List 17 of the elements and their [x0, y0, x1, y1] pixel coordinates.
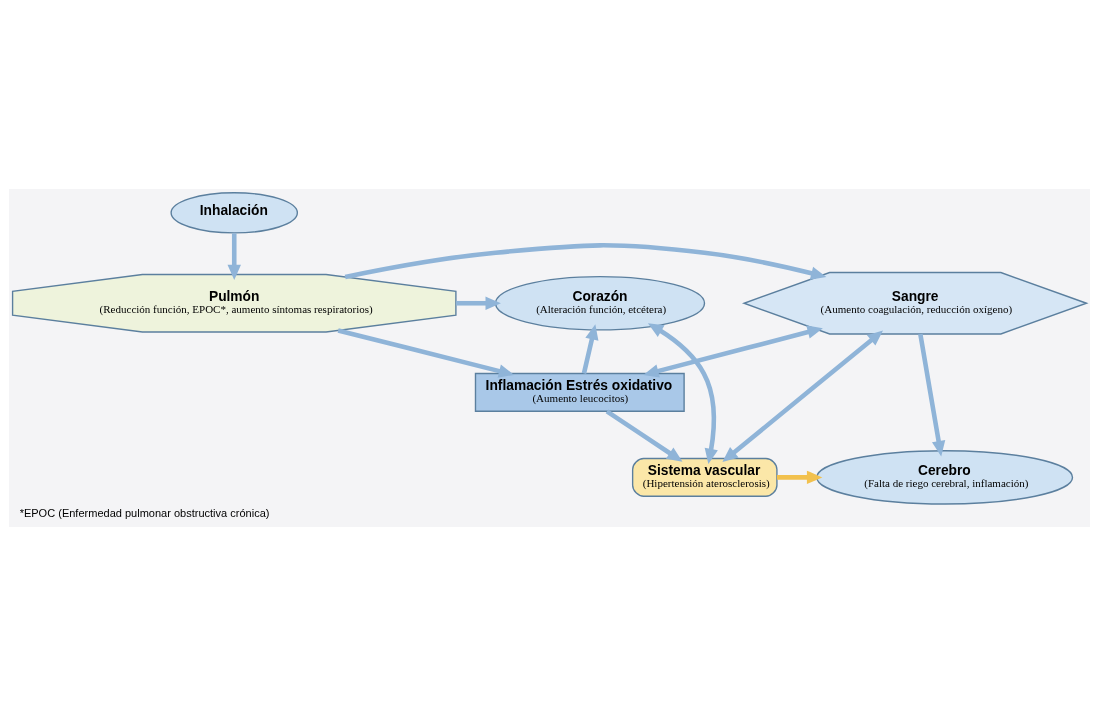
arrow: [456, 296, 501, 310]
arrow: [581, 323, 599, 374]
arrow: [918, 333, 946, 456]
arrow: [722, 330, 883, 462]
arrow: [776, 470, 823, 484]
node-ellipse: Corazón (Alteración función, etcétera): [494, 275, 706, 331]
arrow: [337, 327, 515, 378]
node-ellipse: Cerebro (Falta de riego cerebral, inflamación): [816, 449, 1074, 505]
arrow: [344, 242, 827, 280]
arrow: [227, 232, 241, 280]
node-ellipse: Inhalación: [170, 191, 299, 234]
arrow: [643, 325, 823, 378]
arrow: [647, 322, 718, 464]
node-box: Inflamación Estrés oxidativo (Aumento leucocitos): [474, 372, 685, 412]
node-box: Sistema vascular (Hipertensión aterosclerosis): [631, 457, 778, 497]
caption: *EPOC (Enfermedad pulmonar obstructiva crónica): [19, 506, 270, 519]
arrow: [605, 408, 683, 462]
